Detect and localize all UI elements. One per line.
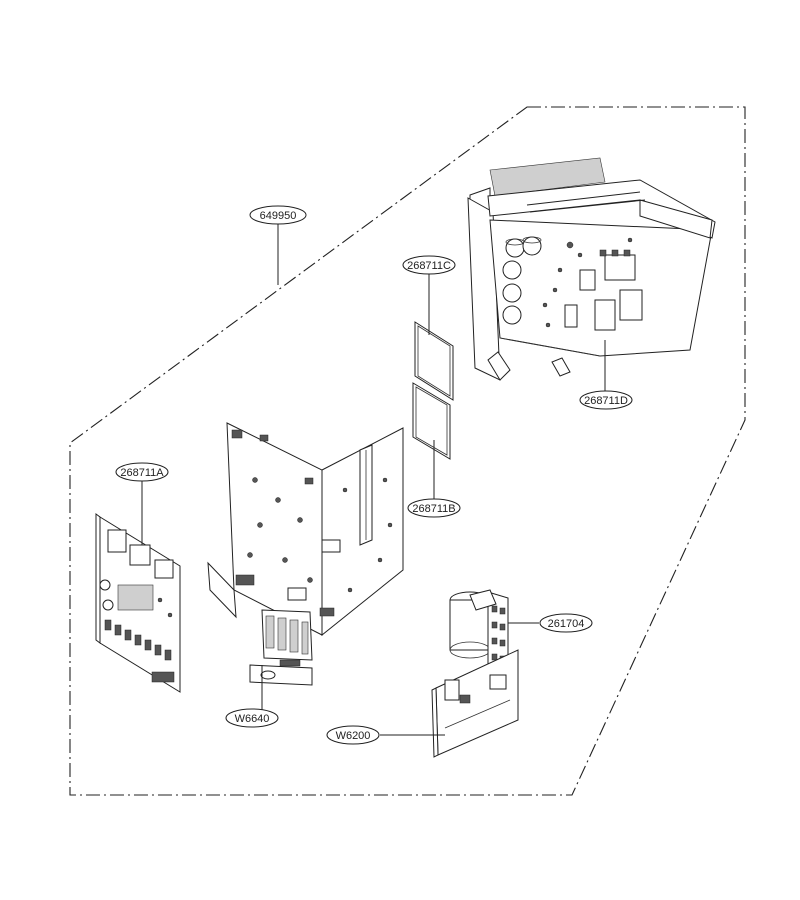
filter-board-w6200 — [431, 649, 519, 758]
insulation-sheet-268711b — [412, 382, 451, 460]
label-268711c: 268711C — [402, 255, 456, 275]
leader-lines — [141, 224, 606, 736]
mounting-bracket — [207, 422, 404, 637]
label-268711a: 268711A — [115, 462, 169, 482]
svg-text:268711A: 268711A — [120, 467, 164, 479]
insulation-sheet-268711c — [414, 321, 454, 401]
label-w6200: W6200 — [326, 725, 380, 745]
svg-text:W6640: W6640 — [235, 713, 270, 725]
svg-text:268711B: 268711B — [412, 503, 455, 515]
svg-text:649950: 649950 — [260, 210, 297, 222]
terminal-block-w6640 — [249, 609, 313, 686]
label-268711b: 268711B — [407, 498, 461, 518]
label-268711d: 268711D — [579, 390, 633, 410]
label-assembly-649950: 649950 — [249, 205, 307, 225]
svg-text:268711C: 268711C — [407, 260, 451, 272]
svg-text:268711D: 268711D — [584, 395, 628, 407]
assembly-boundary — [69, 106, 746, 796]
svg-text:W6200: W6200 — [336, 730, 371, 742]
chassis-assembly-268711d — [467, 157, 716, 381]
label-261704: 261704 — [539, 613, 593, 633]
control-board-268711a — [95, 513, 181, 693]
svg-text:261704: 261704 — [548, 618, 585, 630]
reactor-261704 — [449, 589, 509, 676]
label-w6640: W6640 — [225, 708, 279, 728]
